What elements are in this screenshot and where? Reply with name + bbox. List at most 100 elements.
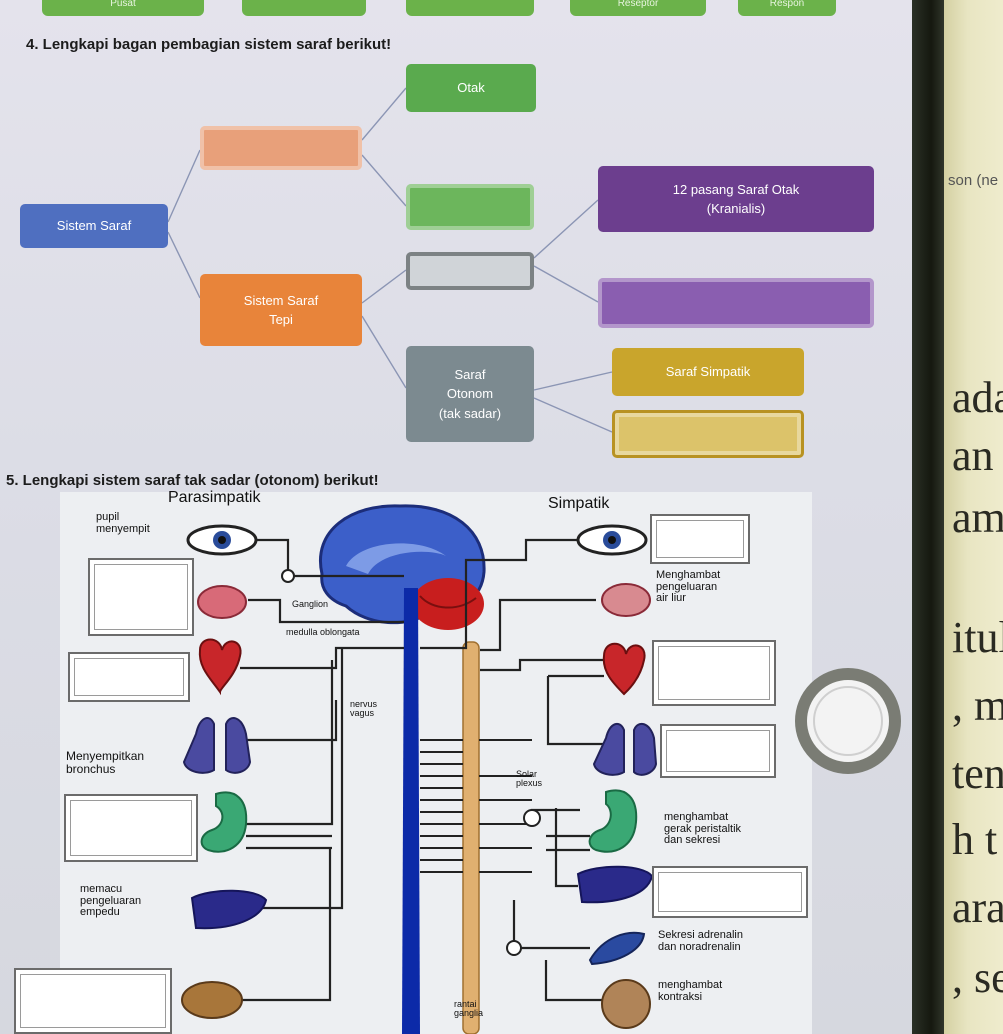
bg-text-line-1: ada (952, 373, 1003, 422)
node-tepi-line-2: Tepi (269, 312, 293, 327)
node-otonom-line-2: Otonom (446, 386, 494, 402)
answer-box-parasimpatik-kandung-kemih[interactable] (14, 968, 172, 1034)
node-sistem-saraf: Sistem Saraf (20, 204, 168, 248)
left-eye-icon (186, 524, 258, 556)
node-kranial-line-2: (Kranialis) (706, 201, 766, 216)
right-eye-icon (576, 524, 648, 556)
worksheet: Pusat Reseptor Respon 4. Lengkapi bagan … (0, 0, 912, 1034)
top-answer-box-3[interactable] (406, 0, 534, 16)
top-answer-box-5[interactable]: Respon (738, 0, 836, 16)
node-otonom-line-1: Saraf (454, 366, 486, 382)
right-lungs-icon (592, 722, 658, 776)
node-otak: Otak (406, 64, 536, 112)
top-answer-box-4[interactable]: Reseptor (570, 0, 706, 16)
rantai-line-2: ganglia (454, 1008, 484, 1019)
kontraksi-line-1: menghambat (658, 979, 723, 991)
peristaltik-line-3: dan sekresi (664, 834, 721, 847)
empedu-line-1: memacu (80, 883, 123, 895)
answer-box-simpatik-pupil[interactable] (650, 514, 750, 564)
solar-line-2: plexus (516, 778, 543, 789)
peristaltik-line-1: menghambat (664, 811, 729, 823)
liur-line-3: air liur (656, 592, 686, 605)
brain-icon (319, 504, 486, 630)
top-answer-box-1[interactable]: Pusat (42, 0, 204, 16)
bg-text-line-4: itul (952, 613, 1003, 662)
right-salivary-gland-icon (601, 583, 651, 617)
top-answer-label-4: Reseptor (617, 0, 659, 9)
answer-box-simpatik-jantung[interactable] (652, 640, 776, 706)
bg-text-line-5: , me (952, 681, 1003, 730)
solar-line-1: Solar (516, 769, 538, 779)
label-medulla-oblongata: medulla oblongata (286, 627, 360, 637)
pupil-line-2: menyempit (96, 522, 150, 535)
bg-text-line-6: ten (952, 749, 1003, 798)
label-parasimpatik: Parasimpatik (168, 489, 261, 506)
liur-line-2: pengeluaran (656, 580, 718, 593)
left-bladder-icon (181, 981, 243, 1019)
empedu-line-3: empedu (80, 906, 120, 919)
ganglia-chain (462, 641, 480, 1034)
answer-box-sistem-saraf-pusat[interactable] (200, 126, 362, 170)
left-liver-icon (190, 889, 268, 930)
liur-line-1: Menghambat (656, 569, 721, 581)
vagus-line-1: nervus (350, 699, 378, 709)
peristaltik-line-2: gerak peristaltik (664, 822, 742, 835)
right-liver-icon (576, 865, 654, 904)
answer-box-saraf-spinal[interactable] (598, 278, 874, 328)
assistive-touch-button[interactable] (795, 668, 901, 774)
top-answer-label-5: Respon (769, 0, 805, 9)
adrenalin-line-1: Sekresi adrenalin (658, 929, 743, 941)
answer-box-sumsum-tulang-belakang[interactable] (406, 184, 534, 230)
bg-text-line-9: , se (952, 953, 1003, 1002)
section-4-title: 4. Lengkapi bagan pembagian sistem saraf… (26, 36, 392, 53)
label-simpatik: Simpatik (548, 495, 610, 512)
node-saraf-simpatik: Saraf Simpatik (612, 348, 804, 396)
answer-box-parasimpatik-liur[interactable] (88, 558, 194, 636)
bg-text-line-7: h t (952, 815, 998, 864)
top-answer-label-1: Pusat (110, 0, 136, 9)
left-heart-icon (198, 638, 242, 696)
node-otonom-line-3: (tak sadar) (438, 405, 502, 421)
answer-box-parasimpatik-lambung[interactable] (64, 794, 198, 862)
bg-text-line-3: ama (952, 493, 1003, 542)
node-tepi-line-1: Sistem Saraf (243, 292, 319, 308)
answer-box-saraf-parasimpatik[interactable] (612, 410, 804, 458)
right-heart-icon (602, 642, 646, 696)
right-adrenal-icon (588, 931, 646, 966)
bronchus-line-2: bronchus (66, 761, 116, 776)
rantai-line-1: rantai (454, 999, 477, 1009)
bronchus-line-1: Menyempitkan (66, 749, 145, 763)
node-saraf-kranial: 12 pasang Saraf Otak (Kranialis) (598, 166, 874, 232)
top-answer-box-2[interactable] (242, 0, 366, 16)
answer-box-simpatik-hati[interactable] (652, 866, 808, 918)
answer-box-simpatik-bronchus[interactable] (660, 724, 776, 778)
left-salivary-gland-icon (197, 585, 247, 619)
spinal-cord (402, 588, 420, 1034)
left-stomach-icon (200, 791, 248, 853)
left-lungs-icon (182, 717, 252, 774)
bg-text-line-2: an l (952, 431, 1003, 480)
pupil-line-1: pupil (96, 511, 120, 523)
background-book-page: son (ne ada an l ama itul , me ten h t a… (944, 0, 1003, 1034)
right-stomach-icon (588, 789, 638, 853)
empedu-line-2: pengeluaran (80, 894, 142, 907)
answer-box-parasimpatik-jantung[interactable] (68, 652, 190, 702)
bg-text-son: son (ne (948, 172, 999, 189)
kontraksi-line-2: kontraksi (658, 990, 703, 1003)
bg-text-line-8: ara (952, 883, 1003, 932)
node-kranial-line-1: 12 pasang Saraf Otak (672, 181, 800, 197)
label-ganglion: Ganglion (292, 599, 329, 609)
answer-box-saraf-somatik[interactable] (406, 252, 534, 290)
phone-bezel (912, 0, 944, 1034)
